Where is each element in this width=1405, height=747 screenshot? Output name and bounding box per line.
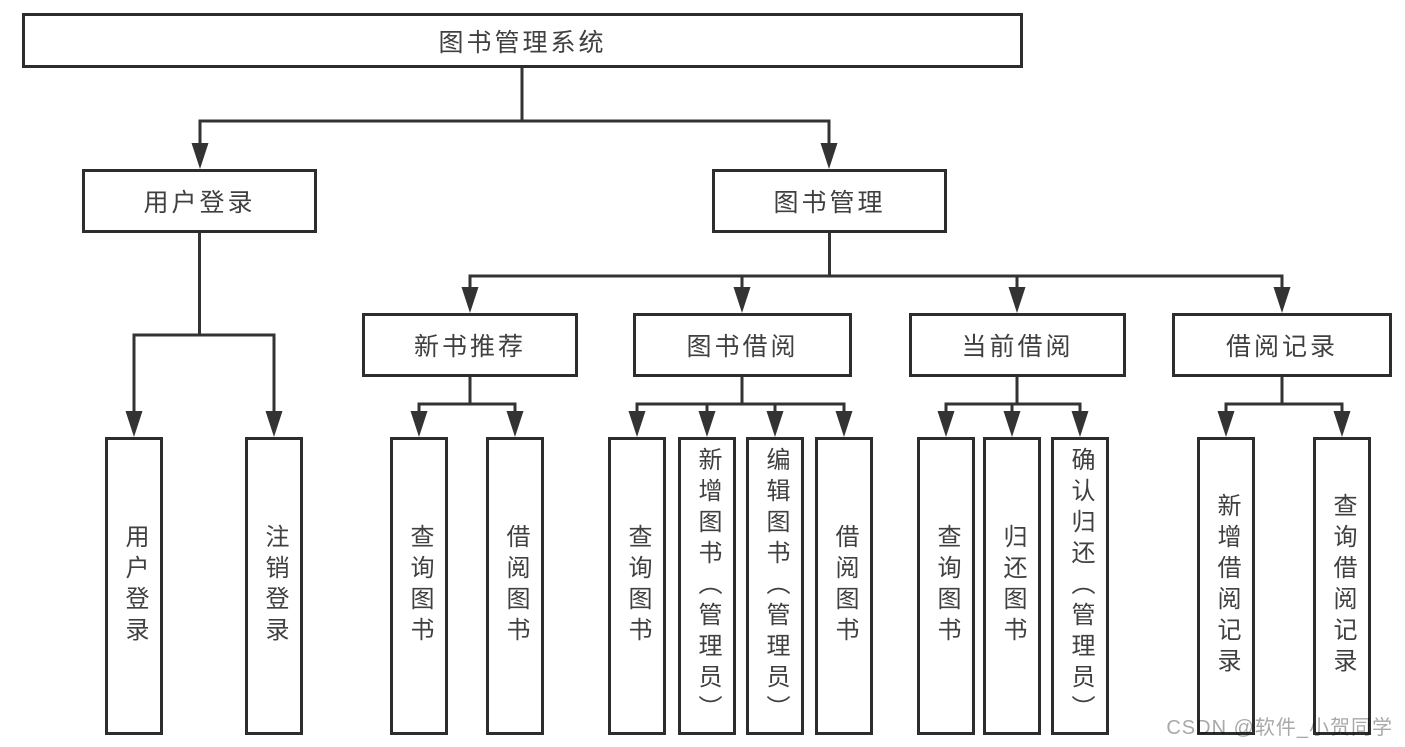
node-root-system: 图书管理系统: [22, 13, 1023, 68]
leaf-label: 归还图书: [999, 524, 1026, 648]
node-label: 当前借阅: [961, 333, 1074, 361]
leaf-confirm-return-admin: 确认归还（管理员）: [1051, 437, 1109, 735]
arrowheads: [125, 143, 1351, 437]
leaf-label: 查询图书: [624, 524, 651, 648]
leaf-user-login: 用户登录: [105, 437, 163, 735]
leaf-label: 查询图书: [933, 524, 960, 648]
leaf-query-books-borrowing: 查询图书: [608, 437, 666, 735]
leaf-label: 查询图书: [406, 524, 433, 648]
node-user-login: 用户登录: [82, 169, 317, 233]
leaf-query-books-current: 查询图书: [917, 437, 975, 735]
node-new-book-recommend: 新书推荐: [362, 313, 578, 377]
node-label: 新书推荐: [413, 333, 526, 361]
leaf-label: 编辑图书（管理员）: [762, 446, 789, 726]
node-book-management: 图书管理: [712, 169, 947, 233]
leaf-borrow-books: 借阅图书: [815, 437, 873, 735]
leaf-label: 新增借阅记录: [1213, 493, 1240, 679]
leaf-label: 借阅图书: [831, 524, 858, 648]
leaf-add-books-admin: 新增图书（管理员）: [678, 437, 736, 735]
leaf-label: 借阅图书: [502, 524, 529, 648]
leaf-query-books-recommend: 查询图书: [390, 437, 448, 735]
leaf-label: 新增图书（管理员）: [694, 446, 721, 726]
node-current-borrowing: 当前借阅: [909, 313, 1126, 377]
leaf-label: 用户登录: [121, 524, 148, 648]
leaf-add-borrow-record: 新增借阅记录: [1197, 437, 1255, 735]
node-label: 图书借阅: [686, 333, 799, 361]
node-borrowing-records: 借阅记录: [1172, 313, 1392, 377]
leaf-query-borrow-record: 查询借阅记录: [1313, 437, 1371, 735]
leaf-edit-books-admin: 编辑图书（管理员）: [746, 437, 804, 735]
leaf-label: 查询借阅记录: [1329, 493, 1356, 679]
csdn-watermark: CSDN @软件_小贺同学: [1166, 717, 1393, 739]
leaf-label: 注销登录: [261, 524, 288, 648]
leaf-borrow-books-recommend: 借阅图书: [486, 437, 544, 735]
node-label: 用户登录: [143, 189, 256, 217]
leaf-label: 确认归还（管理员）: [1067, 446, 1094, 726]
node-book-borrowing: 图书借阅: [633, 313, 852, 377]
leaf-logout: 注销登录: [245, 437, 303, 735]
leaf-return-books: 归还图书: [983, 437, 1041, 735]
node-label: 图书管理系统: [438, 28, 607, 57]
node-label: 图书管理: [773, 189, 886, 217]
node-label: 借阅记录: [1225, 333, 1338, 361]
